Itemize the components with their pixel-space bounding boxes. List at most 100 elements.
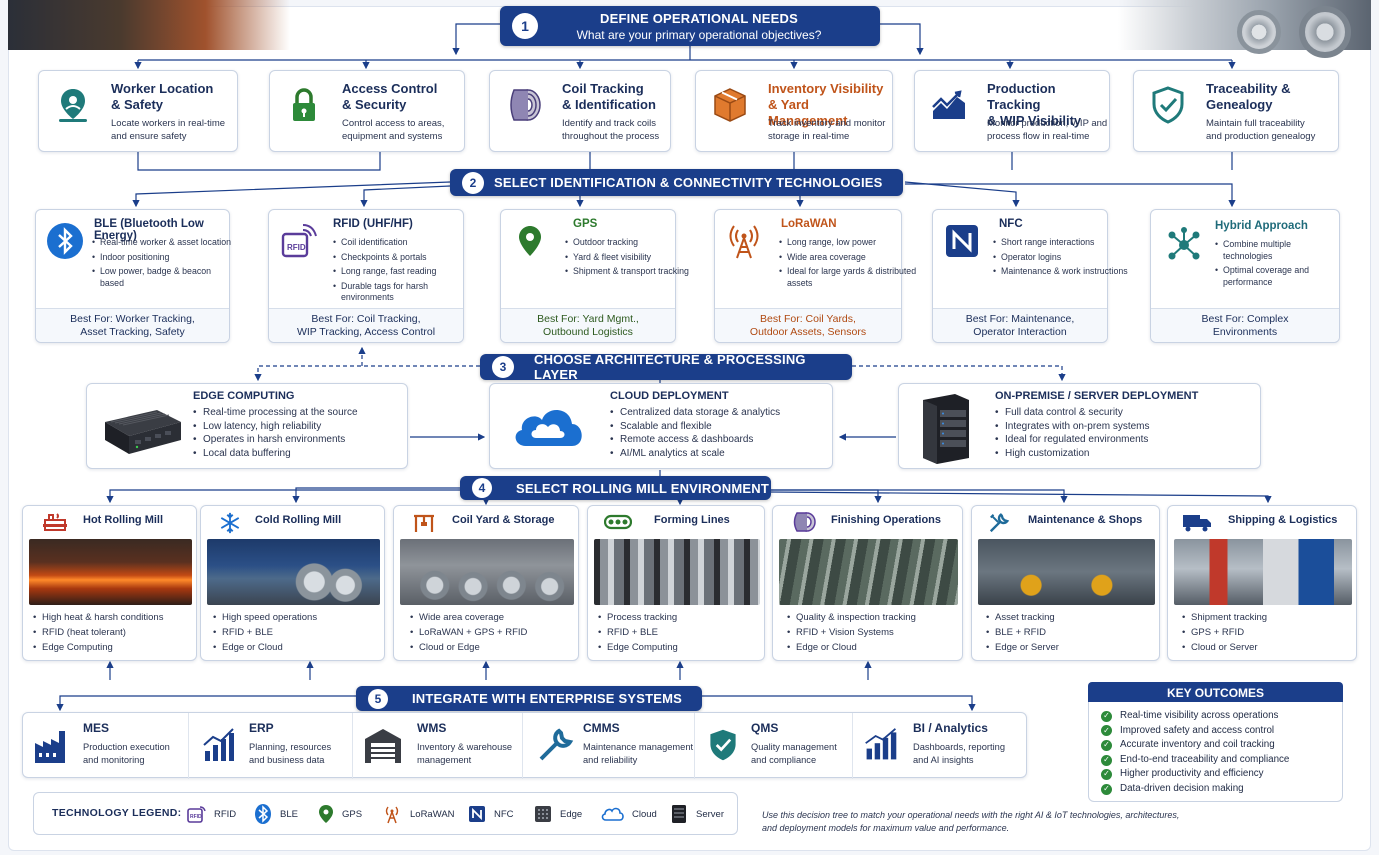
need-title: Inventory Visibility & Yard Management bbox=[768, 81, 884, 128]
legend-text: RFID bbox=[214, 808, 237, 820]
need-desc: Locate workers in real-time and ensure s… bbox=[111, 118, 226, 142]
env-title: Coil Yard & Storage bbox=[452, 514, 555, 526]
env-card-coil-yard[interactable]: Coil Yard & Storage Wide area coverage L… bbox=[393, 505, 579, 661]
tech-card-lorawan[interactable]: LoRaWAN Long range, low power Wide area … bbox=[714, 209, 916, 343]
coil-icon bbox=[510, 89, 541, 121]
lock-icon bbox=[293, 88, 315, 121]
maintenance-shops-photo bbox=[978, 539, 1155, 605]
arch-card-onprem[interactable]: ON-PREMISE / SERVER DEPLOYMENT Full data… bbox=[898, 383, 1261, 469]
legend-label: TECHNOLOGY LEGEND: bbox=[52, 807, 182, 819]
need-card-traceability[interactable]: Traceability & Genealogy Maintain full t… bbox=[1133, 70, 1339, 152]
legend-text: Cloud bbox=[632, 808, 657, 820]
legend-item-gps: GPS bbox=[318, 803, 362, 825]
arch-feature: Low latency, high reliability bbox=[193, 420, 358, 434]
env-feature: High speed operations bbox=[213, 610, 317, 625]
env-card-maintenance[interactable]: Maintenance & Shops Asset tracking BLE +… bbox=[971, 505, 1160, 661]
arch-feature: Scalable and flexible bbox=[610, 420, 780, 434]
tech-feature: Ideal for large yards & distributed asse… bbox=[779, 266, 919, 289]
tech-feature: Outdoor tracking bbox=[565, 237, 705, 249]
system-erp[interactable]: ERP Planning, resources and business dat… bbox=[189, 713, 353, 779]
outcome-item: ✓ Real-time visibility across operations bbox=[1101, 709, 1289, 724]
system-bi-analytics[interactable]: BI / Analytics Dashboards, reporting and… bbox=[853, 713, 1028, 779]
need-desc: Control access to areas, equipment and s… bbox=[342, 118, 445, 142]
need-card-coil-tracking[interactable]: Coil Tracking & Identification Identify … bbox=[489, 70, 671, 152]
system-title: CMMS bbox=[583, 721, 620, 735]
arch-features: Centralized data storage & analytics Sca… bbox=[610, 406, 780, 460]
arch-card-cloud[interactable]: CLOUD DEPLOYMENT Centralized data storag… bbox=[489, 383, 833, 469]
tech-feature: Short range interactions bbox=[993, 237, 1133, 249]
need-card-access-control[interactable]: Access Control & Security Control access… bbox=[269, 70, 465, 152]
server-rack-icon bbox=[923, 394, 969, 464]
legend-item-cloud: Cloud bbox=[600, 803, 657, 825]
system-title: QMS bbox=[751, 721, 779, 735]
nfc-icon bbox=[469, 806, 485, 822]
env-title: Forming Lines bbox=[654, 514, 730, 526]
tech-feature: Low power, badge & beacon based bbox=[92, 266, 232, 289]
legend-text: NFC bbox=[494, 808, 514, 820]
env-feature: RFID (heat tolerant) bbox=[33, 625, 163, 640]
tech-card-ble[interactable]: BLE (Bluetooth Low Energy) Real-time wor… bbox=[35, 209, 232, 343]
hot-mill-icon bbox=[43, 513, 67, 531]
step-title: INTEGRATE WITH ENTERPRISE SYSTEMS bbox=[412, 691, 682, 706]
tech-best-for: Best For: Coil Tracking, WIP Tracking, A… bbox=[269, 308, 463, 342]
tech-feature: Shipment & transport tracking bbox=[565, 266, 705, 278]
tech-feature: Optimal coverage and performance bbox=[1215, 265, 1325, 288]
arch-title: CLOUD DEPLOYMENT bbox=[610, 390, 729, 402]
env-features: High speed operations RFID + BLE Edge or… bbox=[213, 610, 317, 655]
tech-feature: Indoor positioning bbox=[92, 252, 232, 264]
step-4-banner: 4 SELECT ROLLING MILL ENVIRONMENT bbox=[460, 476, 771, 500]
need-desc: Maintain full traceability and productio… bbox=[1206, 118, 1316, 142]
env-features: Asset tracking BLE + RFID Edge or Server bbox=[986, 610, 1059, 655]
tech-card-rfid[interactable]: RFID RFID (UHF/HF) Coil identification C… bbox=[268, 209, 464, 343]
tech-feature: Checkpoints & portals bbox=[333, 252, 473, 264]
need-card-production[interactable]: Production Tracking & WIP Visibility Mon… bbox=[914, 70, 1110, 152]
need-card-worker-location[interactable]: Worker Location & Safety Locate workers … bbox=[38, 70, 238, 152]
system-cmms[interactable]: CMMS Maintenance management and reliabil… bbox=[523, 713, 695, 779]
arch-feature: Real-time processing at the source bbox=[193, 406, 358, 420]
legend-text: LoRaWAN bbox=[410, 808, 455, 820]
env-feature: Wide area coverage bbox=[410, 610, 527, 625]
tech-features: Coil identification Checkpoints & portal… bbox=[333, 237, 473, 307]
outcome-item: ✓Improved safety and access control bbox=[1101, 724, 1289, 739]
tech-card-gps[interactable]: GPS Outdoor tracking Yard & fleet visibi… bbox=[500, 209, 689, 343]
check-icon: ✓ bbox=[1101, 710, 1112, 722]
env-feature: High heat & harsh conditions bbox=[33, 610, 163, 625]
system-mes[interactable]: MES Production execution and monitoring bbox=[23, 713, 189, 779]
env-card-cold-rolling[interactable]: Cold Rolling Mill High speed operations … bbox=[200, 505, 385, 661]
key-outcomes-list: ✓Real-time visibility across operations … bbox=[1101, 709, 1289, 797]
env-card-shipping[interactable]: Shipping & Logistics Shipment tracking G… bbox=[1167, 505, 1357, 661]
system-title: ERP bbox=[249, 721, 274, 735]
outcome-text: Real-time visibility across operations bbox=[1120, 710, 1279, 721]
wrench-icon bbox=[989, 513, 1010, 533]
edge-device-icon bbox=[105, 410, 181, 454]
env-feature: Edge Computing bbox=[33, 640, 163, 655]
need-desc: Track inventory and monitor storage in r… bbox=[768, 118, 886, 142]
enterprise-systems-row: MES Production execution and monitoring … bbox=[22, 712, 1028, 779]
legend-item-rfid: RFID RFID bbox=[186, 803, 236, 825]
forming-lines-photo bbox=[594, 539, 760, 605]
location-pin-icon bbox=[59, 89, 87, 122]
env-card-finishing[interactable]: Finishing Operations Quality & inspectio… bbox=[772, 505, 963, 661]
shield-check-icon bbox=[1152, 86, 1184, 124]
hot-rolling-mill-photo bbox=[29, 539, 192, 605]
arch-card-edge[interactable]: EDGE COMPUTING Real-time processing at t… bbox=[86, 383, 408, 469]
system-wms[interactable]: WMS Inventory & warehouse management bbox=[353, 713, 523, 779]
tech-card-hybrid[interactable]: Hybrid Approach Combine multiple technol… bbox=[1150, 209, 1340, 343]
tech-feature: Durable tags for harsh environments bbox=[333, 281, 473, 304]
legend-text: Edge bbox=[560, 808, 583, 820]
env-feature: Cloud or Server bbox=[1182, 640, 1267, 655]
env-card-hot-rolling[interactable]: Hot Rolling Mill High heat & harsh condi… bbox=[22, 505, 197, 661]
tech-feature: Real-time worker & asset location bbox=[92, 237, 232, 249]
system-qms[interactable]: QMS Quality management and compliance bbox=[695, 713, 853, 779]
legend-item-nfc: NFC bbox=[468, 803, 514, 825]
tech-best-for: Best For: Yard Mgmt., Outbound Logistics bbox=[501, 308, 675, 342]
need-card-inventory[interactable]: Inventory Visibility & Yard Management T… bbox=[695, 70, 893, 152]
warehouse-icon bbox=[365, 729, 401, 763]
arch-title: ON-PREMISE / SERVER DEPLOYMENT bbox=[995, 390, 1199, 402]
tech-card-nfc[interactable]: NFC Short range interactions Operator lo… bbox=[932, 209, 1128, 343]
outcome-item: ✓Data-driven decision making bbox=[1101, 782, 1289, 797]
edge-device-icon bbox=[535, 806, 551, 822]
env-card-forming[interactable]: Forming Lines Process tracking RFID + BL… bbox=[587, 505, 765, 661]
env-feature: Edge or Server bbox=[986, 640, 1059, 655]
legend-item-edge: Edge bbox=[534, 803, 582, 825]
